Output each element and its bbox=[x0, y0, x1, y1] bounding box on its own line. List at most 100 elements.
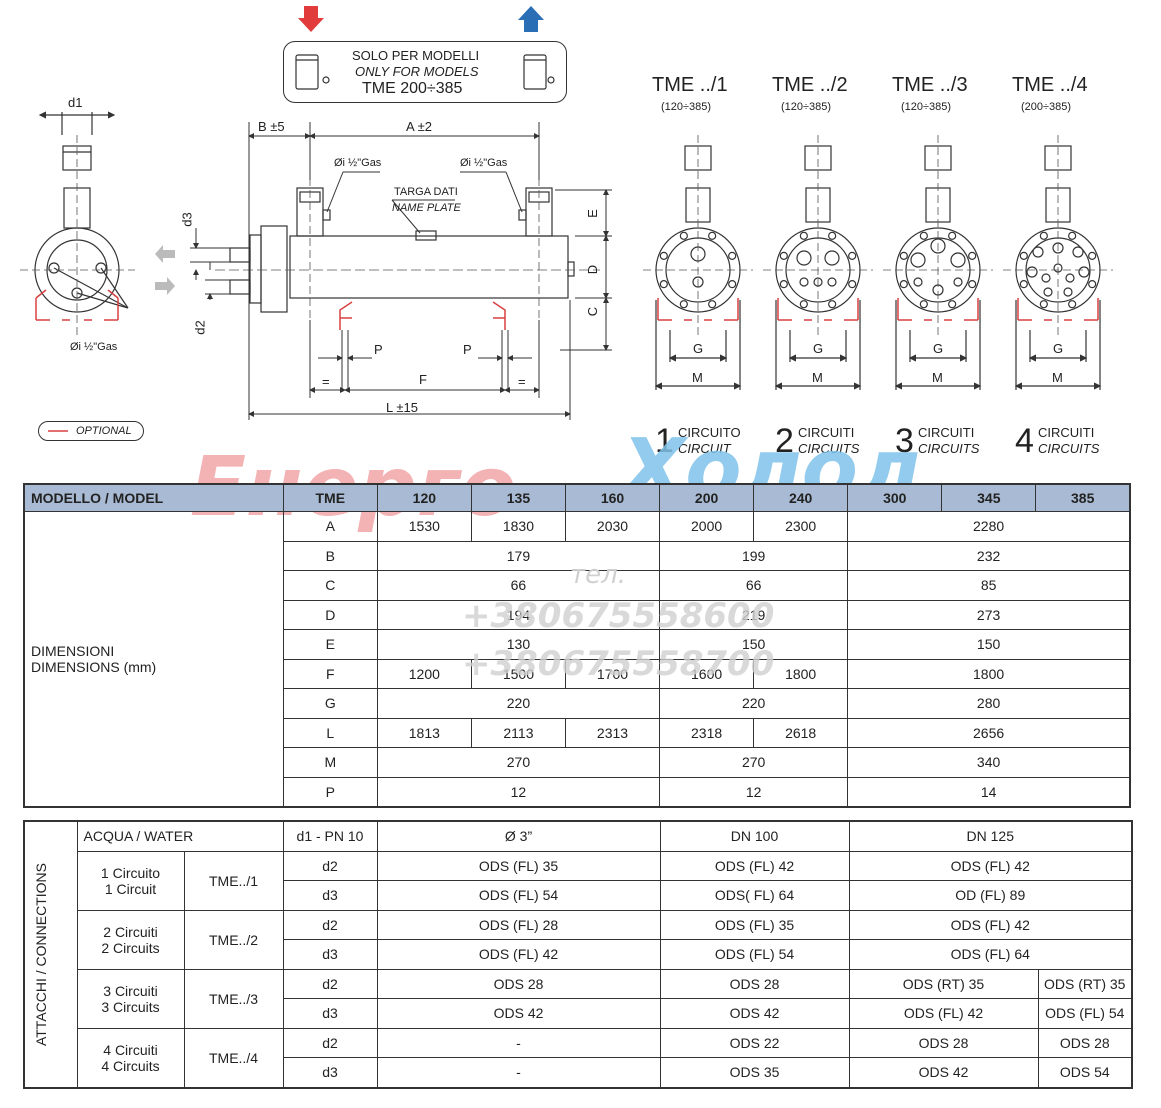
cell: 219 bbox=[659, 599, 849, 630]
model-160: 160 bbox=[564, 483, 661, 512]
fitting-cap bbox=[1044, 145, 1072, 171]
group-model: TME../2 bbox=[183, 909, 284, 970]
cell: 14 bbox=[847, 776, 1131, 808]
cell: ODS (FL) 54 bbox=[1037, 998, 1133, 1029]
port-hole bbox=[1043, 287, 1053, 297]
row-label: E bbox=[282, 629, 378, 660]
bolt-hole bbox=[848, 280, 857, 289]
bolt-hole bbox=[728, 280, 737, 289]
dim-f-label: F bbox=[419, 372, 427, 387]
port-hole bbox=[953, 277, 963, 287]
cell: 2318 bbox=[659, 717, 755, 748]
table-row: d3 - ODS 35 ODS 42 ODS 54 bbox=[24, 1057, 1133, 1088]
variant-title: TME ../2 bbox=[772, 74, 848, 96]
row-label: d3 bbox=[282, 998, 378, 1029]
dim-d1-label: d1 bbox=[68, 95, 83, 110]
cell: 179 bbox=[376, 540, 661, 571]
optional-label: OPTIONAL bbox=[76, 425, 132, 437]
cell: 2000 bbox=[659, 511, 755, 542]
variant-range: (200÷385) bbox=[1021, 101, 1072, 113]
row-label: d2 bbox=[282, 968, 378, 999]
cell: 130 bbox=[376, 629, 661, 660]
cell: 1700 bbox=[564, 658, 661, 689]
cell: 150 bbox=[659, 629, 849, 660]
cell: 2313 bbox=[564, 717, 661, 748]
cell: ODS (FL) 42 bbox=[848, 850, 1133, 881]
dim-b-label: B ±5 bbox=[258, 119, 285, 134]
variant-dim-m: M bbox=[1052, 370, 1063, 385]
table-row: L 1813 2113 2313 2318 2618 2656 bbox=[24, 717, 1131, 748]
bolt-hole bbox=[1088, 251, 1097, 260]
dim-eq1-label: = bbox=[322, 374, 330, 389]
cell: ODS 35 bbox=[659, 1057, 850, 1088]
cell: OD (FL) 89 bbox=[848, 880, 1133, 911]
solo-line2: ONLY FOR MODELS bbox=[355, 64, 479, 79]
cell: 2280 bbox=[847, 511, 1131, 542]
model-200: 200 bbox=[659, 483, 755, 512]
variant-title: TME ../4 bbox=[1012, 74, 1088, 96]
bolt-hole bbox=[708, 300, 717, 309]
row-label: d3 bbox=[282, 939, 378, 970]
bolt-hole bbox=[948, 231, 957, 240]
bolt-hole bbox=[679, 300, 688, 309]
water-label: ACQUA / WATER bbox=[76, 820, 284, 852]
variant-dim-g: G bbox=[933, 341, 944, 356]
cell: 12 bbox=[376, 776, 661, 808]
cell: - bbox=[376, 1057, 661, 1088]
cell: 66 bbox=[376, 570, 661, 601]
variant-line2: CIRCUITS bbox=[798, 441, 860, 456]
row-label: d2 bbox=[282, 909, 378, 940]
cell: 2656 bbox=[847, 717, 1131, 748]
table-row: F 1200 1500 1700 1600 1800 1800 bbox=[24, 658, 1131, 689]
port-hole bbox=[799, 277, 809, 287]
model-120: 120 bbox=[376, 483, 472, 512]
model-345: 345 bbox=[941, 483, 1037, 512]
cell: ODS 28 bbox=[659, 968, 850, 999]
outlet-arrow-icon bbox=[518, 6, 544, 32]
cell: 1813 bbox=[376, 717, 472, 748]
bolt-hole bbox=[1039, 231, 1048, 240]
variant-range: (120÷385) bbox=[781, 101, 832, 113]
port-hole bbox=[1063, 287, 1073, 297]
bolt-hole bbox=[899, 280, 908, 289]
cell: 1530 bbox=[376, 511, 472, 542]
dim-p1-label: P bbox=[374, 342, 383, 357]
red-support bbox=[777, 298, 859, 321]
dim-c-label: C bbox=[585, 306, 601, 317]
table-row: C 66 66 85 bbox=[24, 570, 1131, 601]
cell: ODS (FL) 54 bbox=[659, 939, 850, 970]
cell: ODS (FL) 35 bbox=[376, 850, 661, 881]
cell: 340 bbox=[847, 747, 1131, 778]
solo-line1: SOLO PER MODELLI bbox=[352, 48, 480, 63]
bolt-hole bbox=[1019, 251, 1028, 260]
cell: ODS (FL) 42 bbox=[376, 939, 661, 970]
bolt-hole bbox=[708, 231, 717, 240]
variant-dim-m: M bbox=[932, 370, 943, 385]
solo-line3: TME 200÷385 bbox=[362, 80, 463, 97]
cell: 2300 bbox=[753, 511, 849, 542]
group-model: TME../4 bbox=[183, 1027, 284, 1088]
cell: 232 bbox=[847, 540, 1131, 571]
cell: ODS 42 bbox=[376, 998, 661, 1029]
variant-dim-m: M bbox=[692, 370, 703, 385]
row-label: G bbox=[282, 688, 378, 719]
dimensions-group-label: DIMENSIONI DIMENSIONS (mm) bbox=[23, 511, 284, 808]
technical-drawing: SOLO PER MODELLI ONLY FOR MODELS TME 200… bbox=[0, 0, 1161, 470]
bolt-hole bbox=[659, 251, 668, 260]
bolt-hole bbox=[899, 251, 908, 260]
dim-d3-label: d3 bbox=[179, 212, 195, 227]
row-label: C bbox=[282, 570, 378, 601]
bolt-hole bbox=[828, 300, 837, 309]
connections-side-label: ATTACCHI / CONNECTIONS bbox=[23, 820, 78, 1088]
cell: ODS (FL) 42 bbox=[848, 909, 1133, 940]
fitting-body bbox=[685, 187, 711, 223]
port-hole bbox=[1041, 273, 1051, 283]
variant-range: (120÷385) bbox=[661, 101, 712, 113]
variant-dim-g: G bbox=[813, 341, 824, 356]
dim-a-label: A ±2 bbox=[406, 119, 432, 134]
model-240: 240 bbox=[753, 483, 849, 512]
